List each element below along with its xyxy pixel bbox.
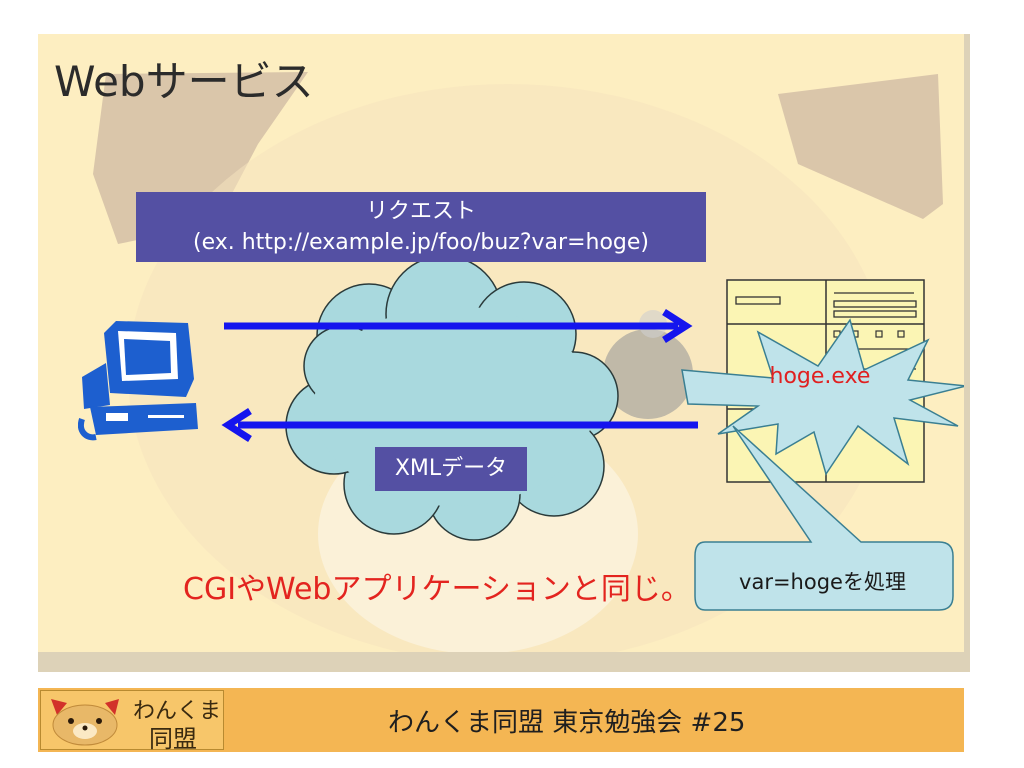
slide-title: Webサービス <box>54 57 314 106</box>
response-arrow <box>221 408 698 442</box>
computer-icon <box>78 321 198 441</box>
program-label: hoge.exe <box>769 364 871 389</box>
slide-frame: Webサービス リクエスト (ex. http://example.jp/foo… <box>38 34 970 672</box>
wankuma-logo: わんくま 同盟 <box>40 690 224 753</box>
program-burst <box>681 318 964 476</box>
footer-bar: わんくま 同盟 わんくま同盟 東京勉強会 #25 <box>38 688 964 753</box>
logo-text-line2: 同盟 <box>149 725 197 753</box>
bear-face-icon <box>51 699 119 746</box>
response-label-box: XMLデータ <box>375 447 527 491</box>
request-example-url: (ex. http://example.jp/foo/buz?var=hoge) <box>193 230 649 255</box>
callout-bubble <box>694 425 954 611</box>
summary-text: CGIやWebアプリケーションと同じ。 <box>183 572 691 607</box>
footer-title: わんくま同盟 東京勉強会 #25 <box>388 708 746 738</box>
flow-arrows <box>221 309 698 442</box>
response-label: XMLデータ <box>394 456 508 481</box>
request-arrow <box>224 309 693 343</box>
logo-text-line1: わんくま <box>133 699 222 724</box>
request-label-box: リクエスト (ex. http://example.jp/foo/buz?var… <box>136 192 706 262</box>
request-label: リクエスト <box>365 199 476 224</box>
callout-label: var=hogeを処理 <box>739 570 906 594</box>
slide-panel: Webサービス リクエスト (ex. http://example.jp/foo… <box>38 34 964 652</box>
